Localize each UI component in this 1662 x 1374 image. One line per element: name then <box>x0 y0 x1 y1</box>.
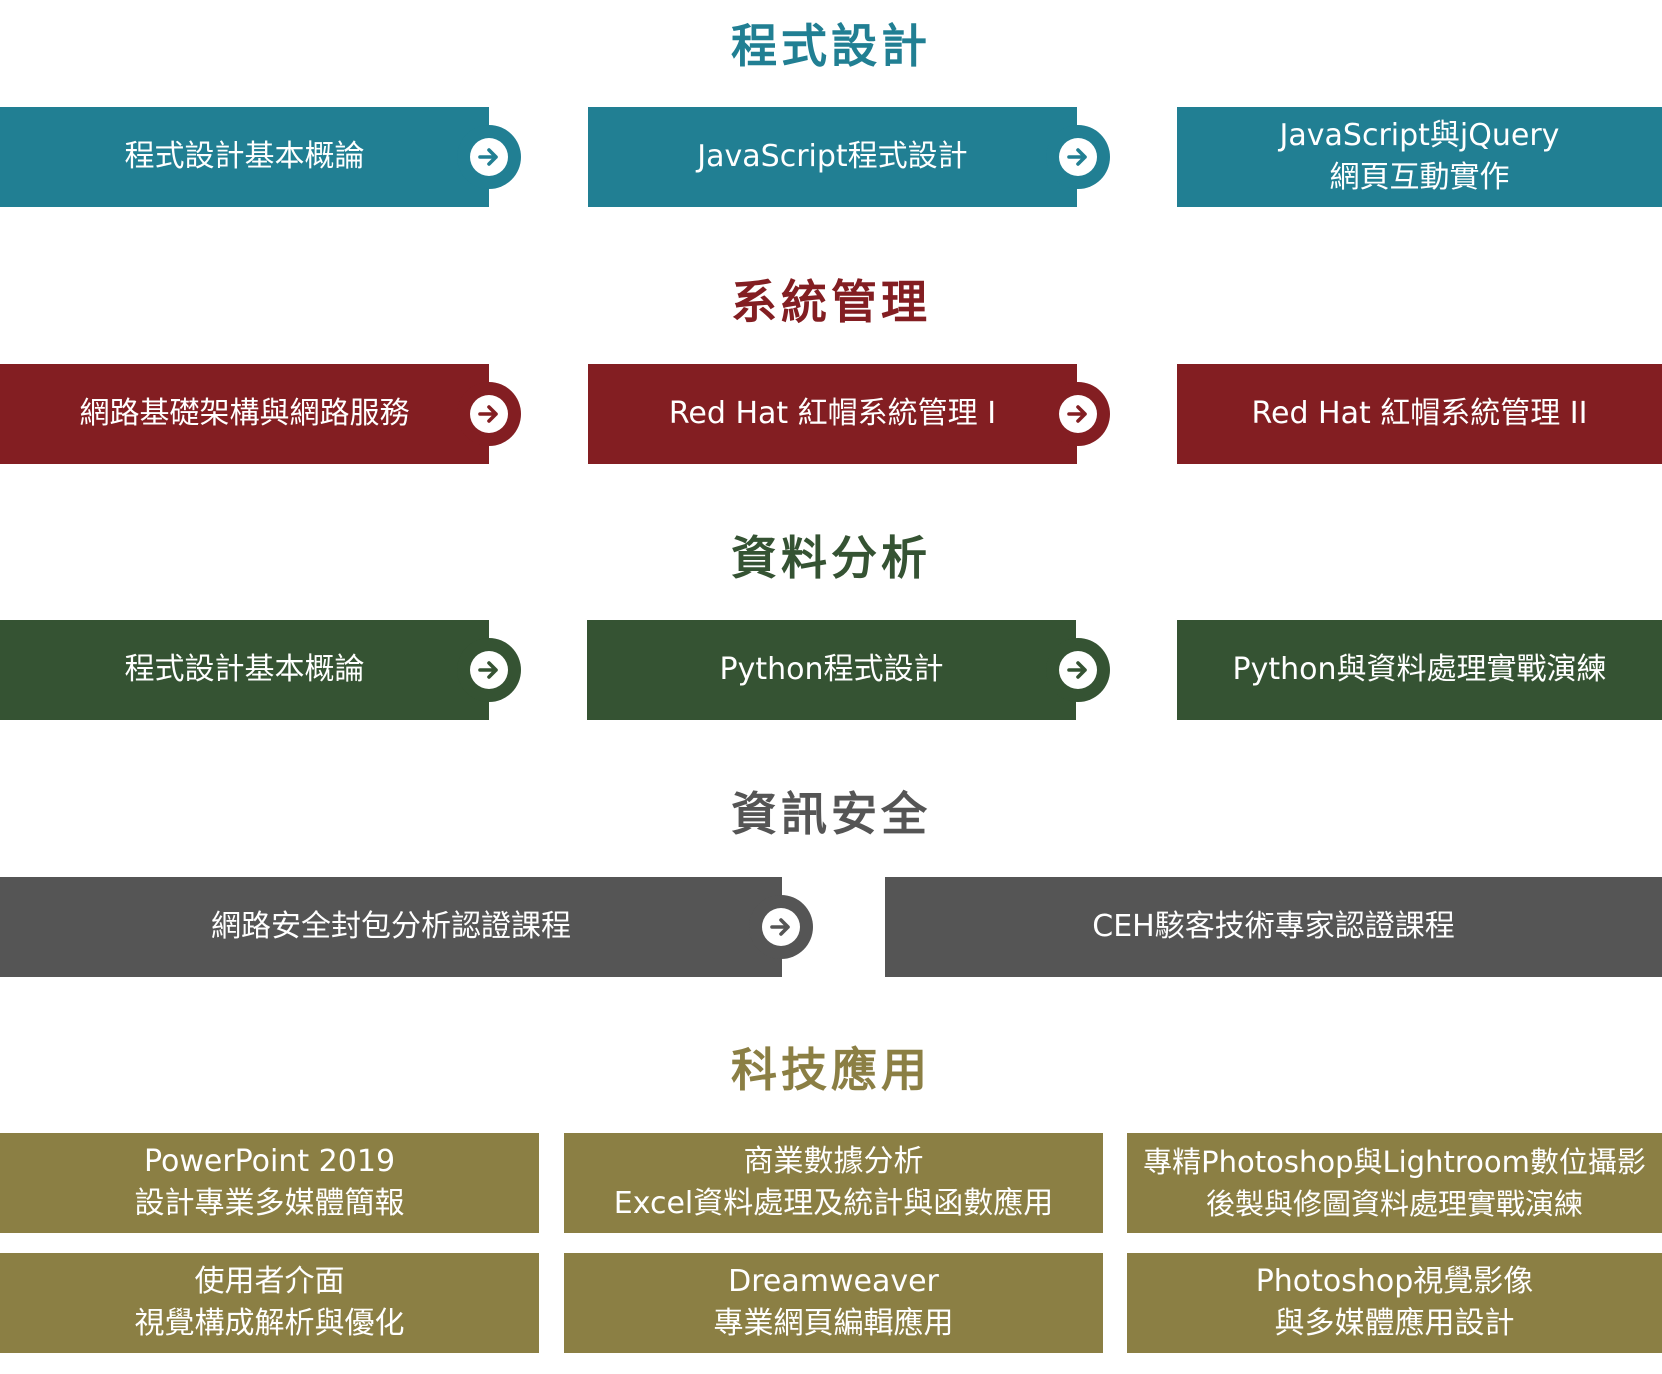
course-network-infrastructure[interactable]: 網路基礎架構與網路服務 <box>0 364 489 464</box>
course-label-line2: Excel資料處理及統計與函數應用 <box>613 1186 1054 1221</box>
section-title-security: 資訊安全 <box>731 787 931 841</box>
arrow-right-circle-icon <box>749 895 813 959</box>
course-python[interactable]: Python程式設計 <box>587 620 1076 720</box>
course-label-line2: 設計專業多媒體簡報 <box>134 1186 405 1221</box>
course-label: 網路安全封包分析認證課程 <box>211 909 571 944</box>
course-user-interface[interactable]: 使用者介面 視覺構成解析與優化 <box>0 1253 539 1353</box>
course-programming-basics[interactable]: 程式設計基本概論 <box>0 107 489 207</box>
course-javascript[interactable]: JavaScript程式設計 <box>588 107 1077 207</box>
arrow-right-circle-icon <box>1046 125 1110 189</box>
course-business-data-excel[interactable]: 商業數據分析 Excel資料處理及統計與函數應用 <box>564 1133 1103 1233</box>
arrow-right-circle-icon <box>457 382 521 446</box>
course-label-line1: 專精Photoshop與Lightroom數位攝影 <box>1143 1145 1646 1179</box>
course-label-line1: PowerPoint 2019 <box>143 1144 396 1179</box>
course-programming-basics-data[interactable]: 程式設計基本概論 <box>0 620 489 720</box>
course-label-line1: JavaScript與jQuery <box>1279 118 1560 153</box>
section-title-tech: 科技應用 <box>731 1043 931 1097</box>
course-powerpoint[interactable]: PowerPoint 2019 設計專業多媒體簡報 <box>0 1133 539 1233</box>
course-label: JavaScript程式設計 <box>697 139 968 174</box>
course-python-data-processing[interactable]: Python與資料處理實戰演練 <box>1177 620 1662 720</box>
section-title-programming: 程式設計 <box>731 19 931 73</box>
course-label: Python與資料處理實戰演練 <box>1232 652 1607 687</box>
course-photoshop-lightroom[interactable]: 專精Photoshop與Lightroom數位攝影 後製與修圖資料處理實戰演練 <box>1127 1133 1662 1233</box>
section-title-sysadmin: 系統管理 <box>731 275 931 329</box>
arrow-right-circle-icon <box>1046 638 1110 702</box>
arrow-right-circle-icon <box>1046 382 1110 446</box>
arrow-right-circle-icon <box>457 638 521 702</box>
arrow-right-circle-icon <box>457 125 521 189</box>
course-label-line2: 專業網頁編輯應用 <box>713 1306 954 1341</box>
course-label-line1: Dreamweaver <box>728 1264 939 1299</box>
course-label: 網路基礎架構與網路服務 <box>79 396 410 431</box>
course-ceh[interactable]: CEH駭客技術專家認證課程 <box>885 877 1662 977</box>
course-dreamweaver[interactable]: Dreamweaver 專業網頁編輯應用 <box>564 1253 1103 1353</box>
course-redhat-2[interactable]: Red Hat 紅帽系統管理 II <box>1177 364 1662 464</box>
course-label-line2: 視覺構成解析與優化 <box>134 1306 405 1341</box>
course-label: Red Hat 紅帽系統管理 I <box>668 396 997 431</box>
course-label: 程式設計基本概論 <box>124 139 365 174</box>
course-label: Python程式設計 <box>719 652 944 687</box>
course-label-line1: 商業數據分析 <box>743 1144 924 1179</box>
course-label-line2: 網頁互動實作 <box>1329 160 1510 195</box>
course-photoshop-visual[interactable]: Photoshop視覺影像 與多媒體應用設計 <box>1127 1253 1662 1353</box>
section-title-data: 資料分析 <box>731 531 931 585</box>
course-redhat-1[interactable]: Red Hat 紅帽系統管理 I <box>588 364 1077 464</box>
course-javascript-jquery[interactable]: JavaScript與jQuery 網頁互動實作 <box>1177 107 1662 207</box>
course-label-line2: 與多媒體應用設計 <box>1274 1306 1515 1341</box>
course-label-line1: Photoshop視覺影像 <box>1255 1264 1534 1299</box>
course-label-line2: 後製與修圖資料處理實戰演練 <box>1205 1187 1583 1221</box>
course-label: 程式設計基本概論 <box>124 652 365 687</box>
course-network-security-packet[interactable]: 網路安全封包分析認證課程 <box>0 877 782 977</box>
course-label-line1: 使用者介面 <box>194 1264 345 1299</box>
course-label: Red Hat 紅帽系統管理 II <box>1251 396 1588 431</box>
course-label: CEH駭客技術專家認證課程 <box>1092 909 1455 944</box>
